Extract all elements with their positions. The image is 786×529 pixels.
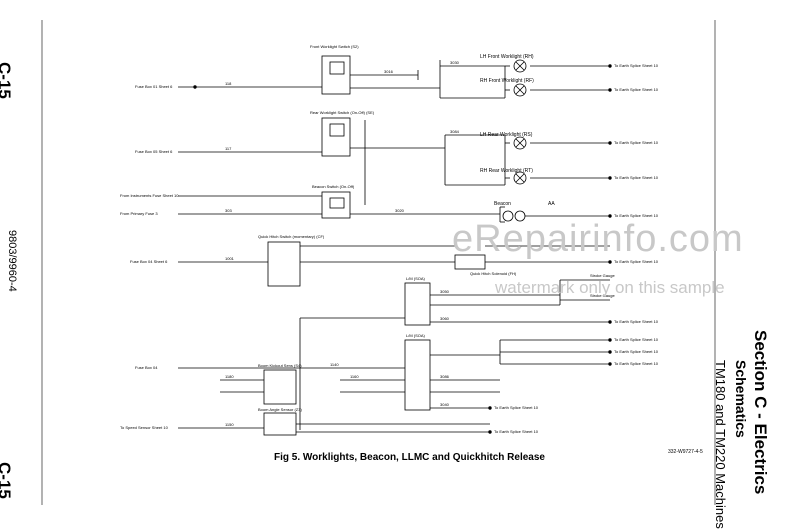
label-relay-1: L/M (SOA) bbox=[406, 276, 426, 281]
wire-number: 3040 bbox=[440, 402, 450, 407]
right-feed-3: To Earth Splice Sheet 10 bbox=[614, 140, 659, 145]
quickhitch-circuit bbox=[178, 241, 610, 287]
right-feed-5: To Earth Splice Sheet 10 bbox=[614, 213, 659, 218]
wire-number: 118 bbox=[225, 81, 232, 86]
earth-terminals bbox=[488, 64, 612, 434]
front-worklight-circuit bbox=[178, 55, 610, 99]
wire-number: 3060 bbox=[440, 316, 450, 321]
label-beacon-tag: AA bbox=[548, 201, 555, 207]
label-stroke-gauge-1: Stroke Gauge bbox=[590, 273, 615, 278]
label-stroke-gauge-2: Stroke Gauge bbox=[590, 293, 615, 298]
left-feed-6: Fuse Box 04 bbox=[135, 365, 158, 370]
left-feed-1: Fuse Box 01 Sheet 6 bbox=[135, 84, 173, 89]
left-feed-4: From Primary Fuse 3 bbox=[120, 211, 158, 216]
wire-number: 1180 bbox=[225, 374, 234, 379]
wire-number: 3084 bbox=[450, 129, 460, 134]
wire-number: 3050 bbox=[440, 289, 450, 294]
label-front-worklight-switch: Front Worklight Switch (S2) bbox=[310, 44, 359, 49]
watermark-sub: watermark only on this sample bbox=[495, 278, 725, 297]
label-quickhitch-solenoid: Quick Hitch Solenoid (FH) bbox=[470, 271, 517, 276]
right-feed-2: To Earth Splice Sheet 10 bbox=[614, 87, 659, 92]
wire-number: 303 bbox=[225, 208, 232, 213]
left-feed-7: To Speed Sensor Sheet 10 bbox=[120, 425, 169, 430]
label-quickhitch-switch: Quick Hitch Switch (momentary) (CF) bbox=[258, 234, 325, 239]
label-rear-worklight-switch: Rear Worklight Switch (On-Off) (SE) bbox=[310, 110, 375, 115]
left-feed-5: Fuse Box 04 Sheet 6 bbox=[130, 259, 168, 264]
watermark-main: eRepairinfo.com bbox=[452, 218, 744, 260]
wire-number: 1001 bbox=[225, 256, 235, 261]
wire-number: 117 bbox=[225, 146, 232, 151]
figure-caption: Fig 5. Worklights, Beacon, LLMC and Quic… bbox=[274, 452, 545, 463]
label-boom-angle: Boom Angle Sensor (Z3) bbox=[258, 407, 302, 412]
wire-number: 3030 bbox=[450, 60, 460, 65]
left-feed-3: From Instruments Fuse Sheet 10 bbox=[120, 193, 179, 198]
left-feed-2: Fuse Box 05 Sheet 6 bbox=[135, 149, 173, 154]
right-feed-7: To Earth Splice Sheet 10 bbox=[614, 319, 659, 324]
label-boom-kickout: Boom Kickout Sens (S4) bbox=[258, 363, 302, 368]
right-feed-10: To Earth Splice Sheet 10 bbox=[614, 361, 659, 366]
label-rh-rear-worklight: RH Rear Worklight (RT) bbox=[480, 168, 533, 174]
right-feed-6: To Earth Splice Sheet 10 bbox=[614, 259, 659, 264]
right-feed-4: To Earth Splice Sheet 10 bbox=[614, 175, 659, 180]
label-lh-rear-worklight: LH Rear Worklight (RS) bbox=[480, 132, 533, 138]
wire-number: 1160 bbox=[350, 374, 359, 379]
wire-number: 3086 bbox=[440, 374, 450, 379]
right-feed-9: To Earth Splice Sheet 10 bbox=[614, 349, 659, 354]
label-lh-front-worklight: LH Front Worklight (RH) bbox=[480, 54, 534, 60]
right-feed-8: To Earth Splice Sheet 10 bbox=[614, 337, 659, 342]
wire-number: 3016 bbox=[384, 69, 394, 74]
right-feed-11: To Earth Splice Sheet 10 bbox=[494, 405, 539, 410]
wire-number: 1140 bbox=[330, 362, 339, 367]
wire-number: 1150 bbox=[225, 422, 234, 427]
right-feed-12: To Earth Splice Sheet 10 bbox=[494, 429, 539, 434]
llmc-relay-circuit bbox=[178, 279, 610, 436]
wire-number: 3020 bbox=[395, 208, 405, 213]
rear-worklight-circuit bbox=[178, 117, 610, 223]
label-relay-2: L/M (SOA) bbox=[406, 333, 426, 338]
label-rh-front-worklight: RH Front Worklight (RF) bbox=[480, 78, 534, 84]
label-beacon: Beacon bbox=[494, 201, 511, 207]
right-feed-1: To Earth Splice Sheet 10 bbox=[614, 63, 659, 68]
label-beacon-switch: Beacon Switch (On-Off) bbox=[312, 184, 355, 189]
figure-id: 332-W9727-4-5 bbox=[668, 449, 703, 455]
